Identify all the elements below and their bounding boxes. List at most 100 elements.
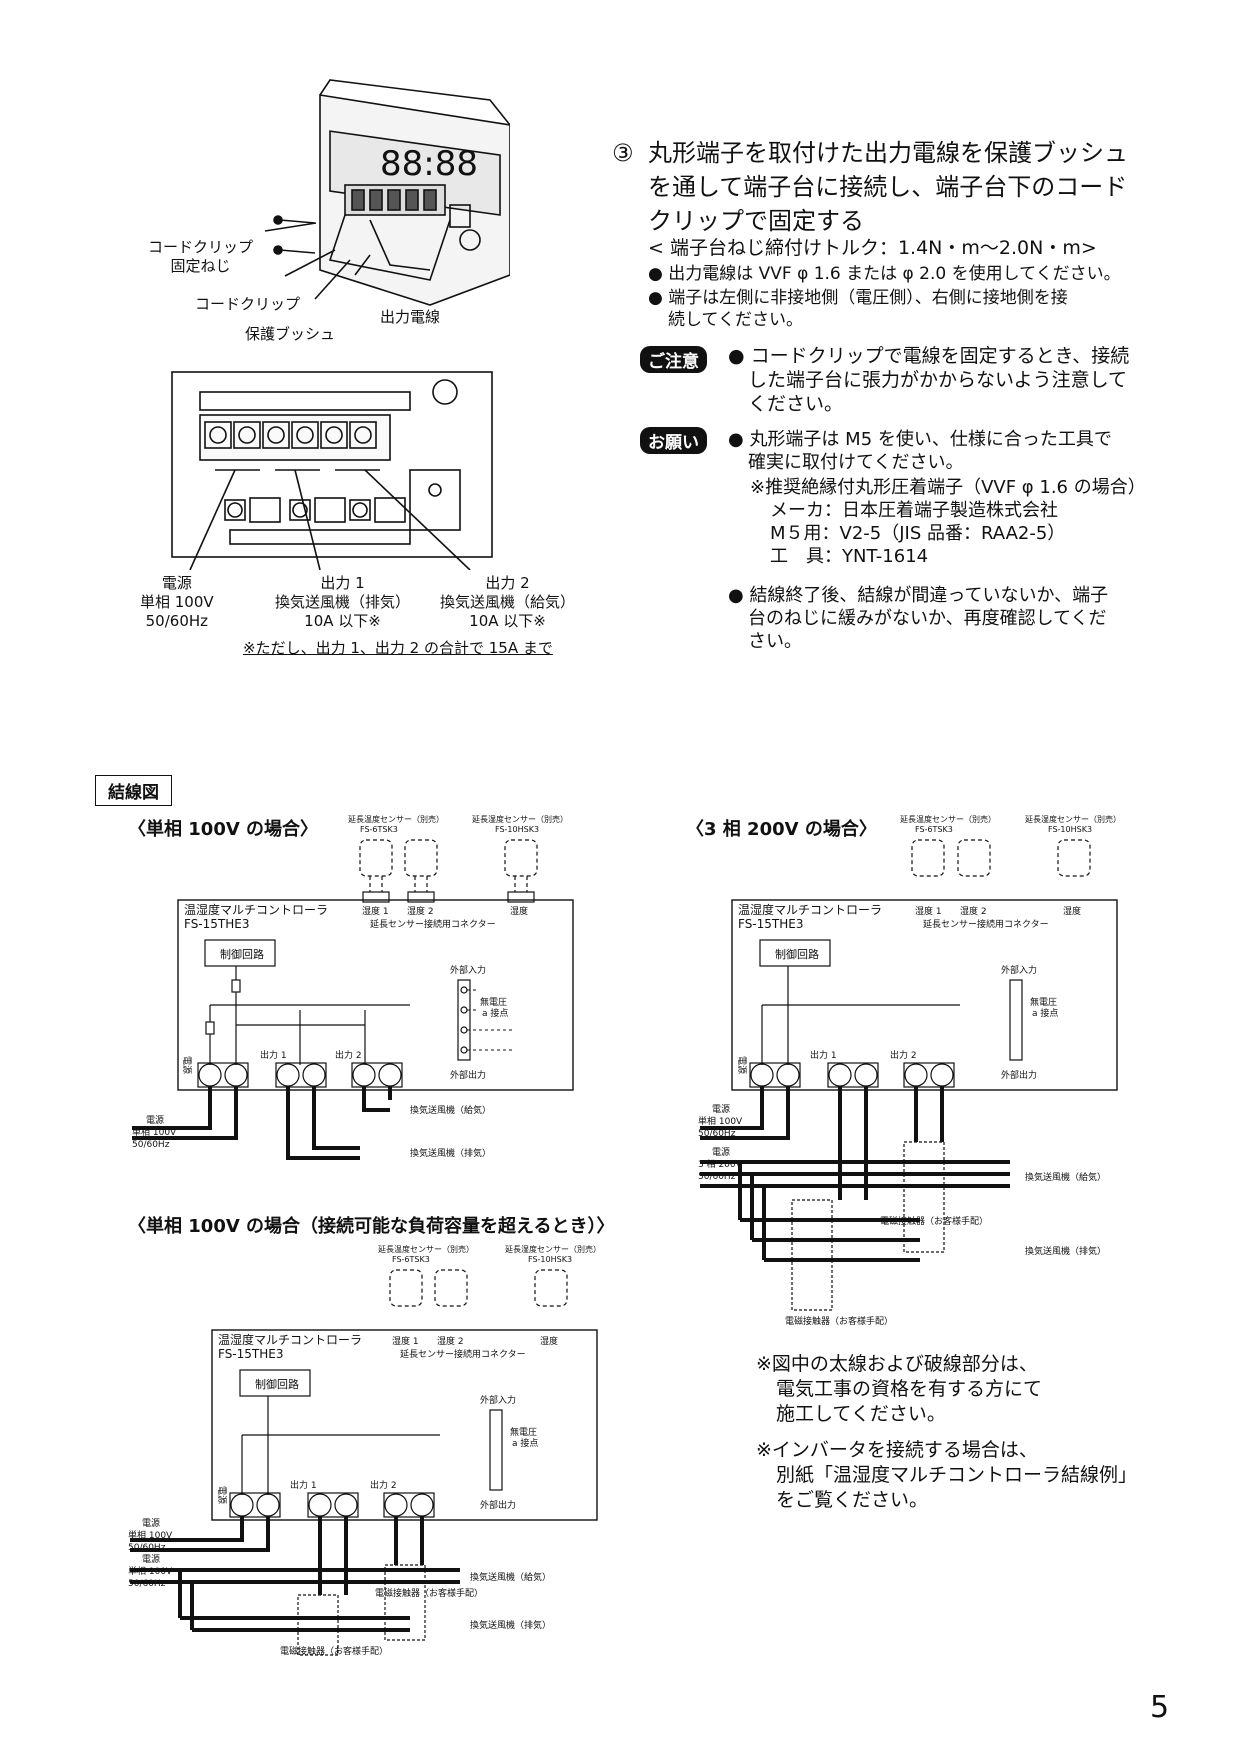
svg-text:湿度: 湿度 xyxy=(540,1335,558,1347)
recommended-terminal: ※推奨絶縁付丸形圧着端子（VVF φ 1.6 の場合） メーカ：日本圧着端子製造… xyxy=(750,477,1146,567)
svg-text:外部入力: 外部入力 xyxy=(450,964,486,976)
svg-text:無電圧: 無電圧 xyxy=(510,1426,537,1438)
label-bushing: 保護ブッシュ xyxy=(245,325,336,343)
svg-text:FS-10HSK3: FS-10HSK3 xyxy=(528,1255,572,1264)
svg-text:電源: 電源 xyxy=(736,1056,747,1074)
note-inverter: ※インバータを接続する場合は、 別紙「温湿度マルチコントローラ結線例」 をご覧く… xyxy=(756,1439,1138,1511)
svg-text:延長センサー接続用コネクター: 延長センサー接続用コネクター xyxy=(400,1348,526,1360)
terminal-power-label: 電源 単相 100V 50/60Hz xyxy=(140,574,214,630)
svg-text:外部出力: 外部出力 xyxy=(480,1499,516,1511)
svg-text:電源: 電源 xyxy=(181,1056,192,1074)
svg-text:50/60Hz: 50/60Hz xyxy=(128,1579,166,1589)
svg-text:湿度 2: 湿度 2 xyxy=(960,905,987,917)
svg-text:湿度: 湿度 xyxy=(510,905,528,917)
step3-number: ③ xyxy=(612,139,634,167)
request-bullet-1: ● 丸形端子は M5 を使い、仕様に合った工具で 確実に取付けてください。 xyxy=(728,429,1112,473)
svg-text:湿度 1: 湿度 1 xyxy=(392,1335,419,1347)
svg-text:延長湿度センサー（別売）: 延長湿度センサー（別売） xyxy=(472,814,568,824)
label-cord-clip: コードクリップ xyxy=(195,295,301,313)
svg-text:FS-15THE3: FS-15THE3 xyxy=(738,917,803,931)
terminal-out2-label: 出力 2 換気送風機（給気） 10A 以下※ xyxy=(440,574,576,630)
wiring-section-title: 結線図 xyxy=(95,775,172,806)
svg-text:FS-10HSK3: FS-10HSK3 xyxy=(495,825,539,834)
svg-text:温湿度マルチコントローラ: 温湿度マルチコントローラ xyxy=(218,1332,362,1347)
device-illustration: 88:88 xyxy=(264,79,510,306)
svg-text:無電圧: 無電圧 xyxy=(1030,996,1057,1008)
diagram-a-title: 〈単相 100V の場合〉 xyxy=(128,819,319,840)
svg-text:電源: 電源 xyxy=(216,1486,227,1504)
svg-text:出力 2: 出力 2 xyxy=(370,1479,397,1491)
svg-text:外部出力: 外部出力 xyxy=(450,1069,486,1081)
svg-text:延長温度センサー（別売）: 延長温度センサー（別売） xyxy=(378,1244,474,1254)
wiring-diagram-three-phase: 延長温度センサー（別売） FS-6TSK3 延長湿度センサー（別売） FS-10… xyxy=(698,814,1121,1327)
svg-text:FS-10HSK3: FS-10HSK3 xyxy=(1048,825,1092,834)
svg-text:外部出力: 外部出力 xyxy=(1001,1069,1037,1081)
svg-text:出力 1: 出力 1 xyxy=(260,1049,287,1061)
sensor1-label-a: 延長温度センサー（別売） xyxy=(348,814,444,824)
terminal-block-figure xyxy=(171,371,493,570)
svg-text:湿度: 湿度 xyxy=(1063,905,1081,917)
svg-text:無電圧: 無電圧 xyxy=(480,996,507,1008)
svg-text:FS-6TSK3: FS-6TSK3 xyxy=(392,1255,430,1264)
diagram-c-title: 〈単相 100V の場合（接続可能な負荷容量を超えるとき）〉 xyxy=(128,1216,615,1237)
request-tag: お願い xyxy=(640,427,707,454)
svg-text:a 接点: a 接点 xyxy=(1032,1007,1058,1019)
label-output-wire: 出力電線 xyxy=(380,308,441,326)
svg-text:温湿度マルチコントローラ: 温湿度マルチコントローラ xyxy=(184,902,328,917)
svg-text:88:88: 88:88 xyxy=(380,144,478,184)
svg-text:湿度 1: 湿度 1 xyxy=(915,905,942,917)
label-cord-clip-screw: コードクリップ 固定ねじ xyxy=(148,238,254,275)
svg-text:出力 2: 出力 2 xyxy=(335,1049,362,1061)
torque-spec: < 端子台ねじ締付けトルク：1.4N・m〜2.0N・m> xyxy=(648,237,1097,259)
svg-text:50/60Hz: 50/60Hz xyxy=(698,1172,736,1182)
svg-text:換気送風機（給気）: 換気送風機（給気） xyxy=(1025,1171,1106,1183)
terminal-out1-label: 出力 1 換気送風機（排気） 10A 以下※ xyxy=(275,574,411,630)
terminal-footnote: ※ただし、出力 1、出力 2 の合計で 15A まで xyxy=(243,639,553,657)
svg-text:換気送風機（給気）: 換気送風機（給気） xyxy=(470,1571,551,1583)
svg-text:制御回路: 制御回路 xyxy=(220,947,264,961)
svg-text:電源: 電源 xyxy=(712,1104,730,1115)
svg-text:延長センサー接続用コネクター: 延長センサー接続用コネクター xyxy=(370,918,496,930)
page-number: 5 xyxy=(1150,1690,1170,1725)
svg-text:制御回路: 制御回路 xyxy=(255,1377,299,1391)
svg-text:外部入力: 外部入力 xyxy=(1001,964,1037,976)
svg-text:単相 100V: 単相 100V xyxy=(132,1126,177,1138)
caution-text: ● コードクリップで電線を固定するとき、接続 した端子台に張力がかからないよう注… xyxy=(728,345,1130,415)
svg-text:電源: 電源 xyxy=(142,1518,160,1529)
svg-text:a 接点: a 接点 xyxy=(512,1437,538,1449)
step3-bullet-2: ● 端子は左側に非接地側（電圧側）、右側に接地側を接 続してください。 xyxy=(648,288,1068,330)
step3-bullet-1: ● 出力電線は VVF φ 1.6 または φ 2.0 を使用してください。 xyxy=(648,264,1121,284)
wiring-diagram-over-capacity: 延長温度センサー（別売） FS-6TSK3 延長湿度センサー（別売） FS-10… xyxy=(128,1244,601,1657)
svg-text:外部入力: 外部入力 xyxy=(480,1394,516,1406)
svg-text:出力 1: 出力 1 xyxy=(290,1479,317,1491)
svg-text:延長湿度センサー（別売）: 延長湿度センサー（別売） xyxy=(505,1244,601,1254)
svg-text:換気送風機（排気）: 換気送風機（排気） xyxy=(410,1147,491,1159)
diagram-b-title: 〈3 相 200V の場合〉 xyxy=(686,819,877,840)
svg-text:FS-15THE3: FS-15THE3 xyxy=(218,1347,283,1361)
svg-text:温湿度マルチコントローラ: 温湿度マルチコントローラ xyxy=(738,902,882,917)
svg-text:出力 2: 出力 2 xyxy=(890,1049,917,1061)
svg-text:FS-6TSK3: FS-6TSK3 xyxy=(915,825,953,834)
svg-text:出力 1: 出力 1 xyxy=(810,1049,837,1061)
svg-text:電源: 電源 xyxy=(712,1147,730,1158)
request-bullet-2: ● 結線終了後、結線が間違っていないか、端子 台のねじに緩みがないか、再度確認し… xyxy=(728,585,1109,652)
svg-text:50/60Hz: 50/60Hz xyxy=(132,1140,170,1150)
svg-text:換気送風機（排気）: 換気送風機（排気） xyxy=(1025,1245,1106,1257)
svg-text:a 接点: a 接点 xyxy=(482,1007,508,1019)
svg-text:FS-6TSK3: FS-6TSK3 xyxy=(360,825,398,834)
svg-text:電磁接触器（お客様手配）: 電磁接触器（お客様手配） xyxy=(375,1587,483,1599)
svg-text:延長センサー接続用コネクター: 延長センサー接続用コネクター xyxy=(923,918,1049,930)
svg-text:湿度 2: 湿度 2 xyxy=(407,905,434,917)
note-qualification: ※図中の太線および破線部分は、 電気工事の資格を有する方にて 施工してください。 xyxy=(756,1353,1043,1425)
svg-text:3 相 200V: 3 相 200V xyxy=(698,1158,743,1170)
svg-text:制御回路: 制御回路 xyxy=(775,947,819,961)
caution-tag: ご注意 xyxy=(640,346,707,373)
svg-text:FS-15THE3: FS-15THE3 xyxy=(184,917,249,931)
svg-text:50/60Hz: 50/60Hz xyxy=(128,1543,166,1553)
svg-text:換気送風機（排気）: 換気送風機（排気） xyxy=(470,1619,551,1631)
svg-text:50/60Hz: 50/60Hz xyxy=(698,1129,736,1139)
svg-text:延長温度センサー（別売）: 延長温度センサー（別売） xyxy=(900,814,996,824)
svg-text:電磁接触器（お客様手配）: 電磁接触器（お客様手配） xyxy=(785,1315,893,1327)
svg-text:単相 100V: 単相 100V xyxy=(698,1115,743,1127)
svg-text:単相 100V: 単相 100V xyxy=(128,1565,173,1577)
